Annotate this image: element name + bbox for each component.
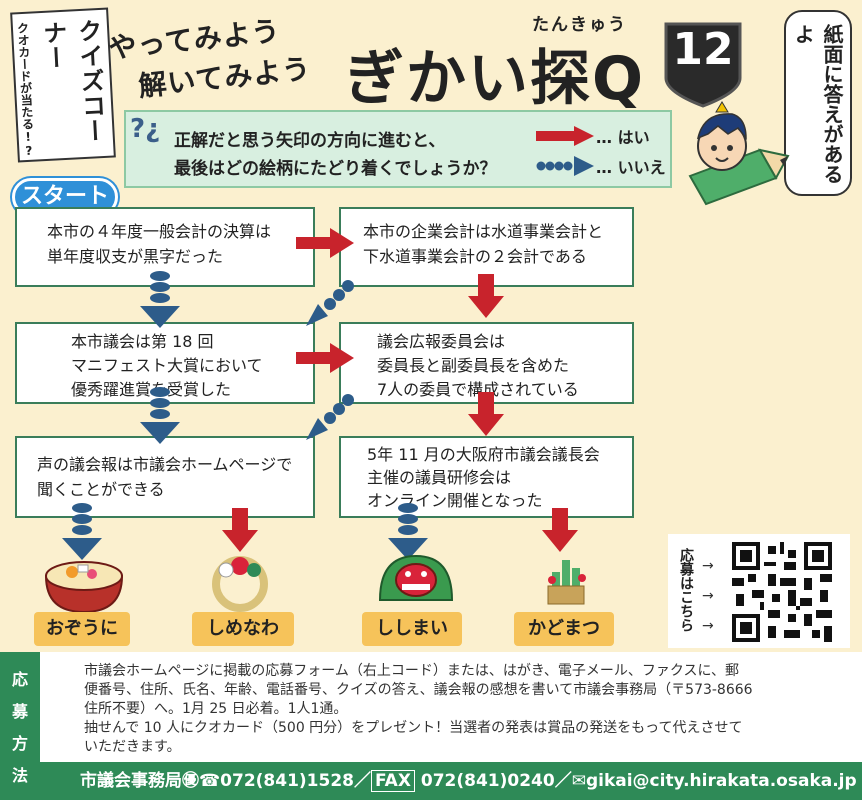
question-text: 本市の４年度一般会計の決算は xyxy=(47,222,272,241)
question-box-2: 本市の企業会計は水道事業会計と 下水道事業会計の２会計である xyxy=(339,207,634,287)
quiz-corner-tag: クイズコーナー クオカードが当たる!? xyxy=(10,7,116,163)
title-ruby: たんきゅう xyxy=(532,15,627,35)
instructions-line: いただきます。 xyxy=(84,739,181,755)
speech-bubble: 紙面に答えがあるよ xyxy=(784,10,852,196)
ozouni-icon xyxy=(44,561,124,614)
instructions-line: 住所不要）へ。1月 25 日必着。1人1通。 xyxy=(84,701,348,717)
issue-number: 12 xyxy=(672,24,734,75)
email-address[interactable]: ✉gikai@city.hirakata.osaka.jp xyxy=(571,771,857,791)
instruction-line1: 正解だと思う矢印の方向に進むと、 xyxy=(174,131,446,151)
question-text: 本市議会は第 18 回 xyxy=(71,332,214,351)
instruction-line2: 最後はどの絵柄にたどり着くでしょうか？ xyxy=(174,159,497,179)
instructions-line: 市議会ホームページに掲載の応募フォーム（右上コード）または、はがき、電子メール、… xyxy=(84,663,740,679)
qr-label: 応募はこちら xyxy=(678,548,694,632)
shimenawa-icon xyxy=(212,556,268,612)
legend-no-label: … いいえ xyxy=(596,158,666,177)
phone-number[interactable]: ☎072(841)1528 xyxy=(199,771,355,791)
question-text: 声の議会報は市議会ホームページで xyxy=(37,455,293,474)
question-text: オンライン開催となった xyxy=(367,491,543,510)
instruction-panel: ?¿ 正解だと思う矢印の方向に進むと、 最後はどの絵柄にたどり着くでしょうか？ … xyxy=(124,110,672,188)
answer-shimenawa: しめなわ xyxy=(192,612,294,646)
answer-kadomatsu: かどまつ xyxy=(514,612,614,646)
quiz-corner-title: クイズコーナー xyxy=(38,17,108,145)
question-text: 聞くことができる xyxy=(37,480,165,499)
question-text: 委員長と副委員長を含めた xyxy=(377,356,570,375)
mascot-icon xyxy=(688,101,790,206)
yes-arrow-icon xyxy=(536,126,594,146)
speech-bubble-text: 紙面に答えがあるよ xyxy=(791,24,844,184)
kadomatsu-icon xyxy=(547,560,586,605)
contact-bar: 市議会事務局㊝☎072(841)1528／FAX 072(841)0240／✉g… xyxy=(40,762,862,800)
question-text: 下水道事業会計の２会計である xyxy=(363,247,587,266)
legend-yes-label: … はい xyxy=(596,128,650,147)
issue-badge-icon xyxy=(664,22,742,108)
question-box-3: 本市議会は第 18 回 マニフェスト大賞において 優秀躍進賞を受賞した xyxy=(15,322,315,404)
question-box-5: 声の議会報は市議会ホームページで 聞くことができる xyxy=(15,436,315,518)
side-char: 法 xyxy=(11,766,28,785)
fax-label: FAX xyxy=(371,770,415,792)
question-box-1: 本市の４年度一般会計の決算は 単年度収支が黒字だった xyxy=(15,207,315,287)
instructions-line: 便番号、住所、氏名、年齢、電話番号、クイズの答え、議会報の感想を書いて市議会事務… xyxy=(84,682,753,698)
application-method-label: 応 募 方 法 xyxy=(0,652,40,800)
question-text: 7人の委員で構成されている xyxy=(377,380,579,399)
question-text: 5年 11 月の大阪府市議会議長会 xyxy=(367,445,600,464)
question-text: マニフェスト大賞において xyxy=(71,356,263,375)
application-instructions: 市議会ホームページに掲載の応募フォーム（右上コード）または、はがき、電子メール、… xyxy=(84,662,836,757)
side-char: 募 xyxy=(11,702,28,721)
question-text: 単年度収支が黒字だった xyxy=(47,247,224,266)
side-char: 応 xyxy=(11,670,28,689)
question-text: 議会広報委員会は xyxy=(377,332,506,351)
question-text: 優秀躍進賞を受賞した xyxy=(71,380,232,399)
side-char: 方 xyxy=(11,734,28,753)
quiz-corner-subtitle: クオカードが当たる!? xyxy=(15,21,37,159)
question-icon: ?¿ xyxy=(130,114,161,144)
svg-text:→: → xyxy=(702,558,714,574)
shishimai-icon xyxy=(378,554,454,601)
question-box-6: 5年 11 月の大阪府市議会議長会 主催の議員研修会は オンライン開催となった xyxy=(339,436,634,518)
answer-ozouni: おぞうに xyxy=(34,612,130,646)
question-text: 本市の企業会計は水道事業会計と xyxy=(363,222,604,241)
fax-number: 072(841)0240 xyxy=(420,771,555,791)
no-arrow-icon xyxy=(536,156,594,176)
qr-code-icon[interactable] xyxy=(732,542,832,642)
page-title: ぎかい探Q xyxy=(344,44,646,114)
arrow-right-icons: → → → xyxy=(702,558,714,634)
question-box-4: 議会広報委員会は 委員長と副委員長を含めた 7人の委員で構成されている xyxy=(339,322,634,404)
svg-text:→: → xyxy=(702,618,714,634)
question-text: 主催の議員研修会は xyxy=(367,468,512,487)
instructions-line: 抽せんで 10 人にクオカード（500 円分）をプレゼント！当選者の発表は賞品の… xyxy=(84,720,743,736)
office-name: 市議会事務局㊝ xyxy=(80,771,199,791)
svg-text:→: → xyxy=(702,588,714,604)
answer-shishimai: ししまい xyxy=(362,612,462,646)
